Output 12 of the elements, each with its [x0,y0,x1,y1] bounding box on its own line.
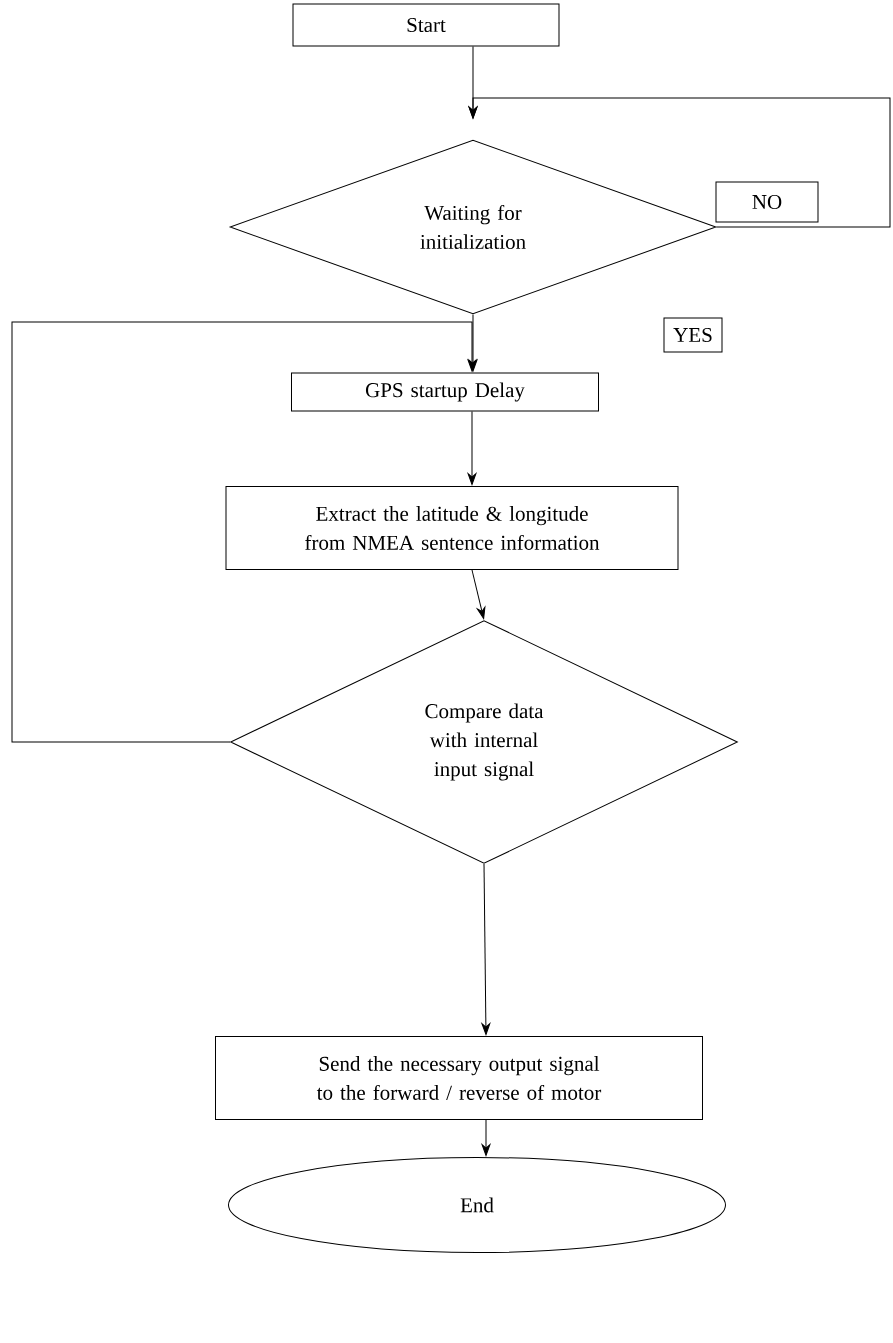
process-box: Extract the latitude & longitude from NMEA sentence information [225,486,679,570]
arrow [481,863,491,1035]
start-box: Start [292,3,560,47]
arrow [468,97,891,228]
arrow [471,569,486,620]
arrow [11,321,477,743]
process-box: GPS startup Delay [291,372,599,412]
arrow [467,411,477,485]
process-box: Send the necessary output signal to the forward / reverse of motor [215,1036,703,1120]
answer-box: NO [715,181,819,223]
answer-box: YES [663,317,723,353]
arrow [481,1119,491,1156]
